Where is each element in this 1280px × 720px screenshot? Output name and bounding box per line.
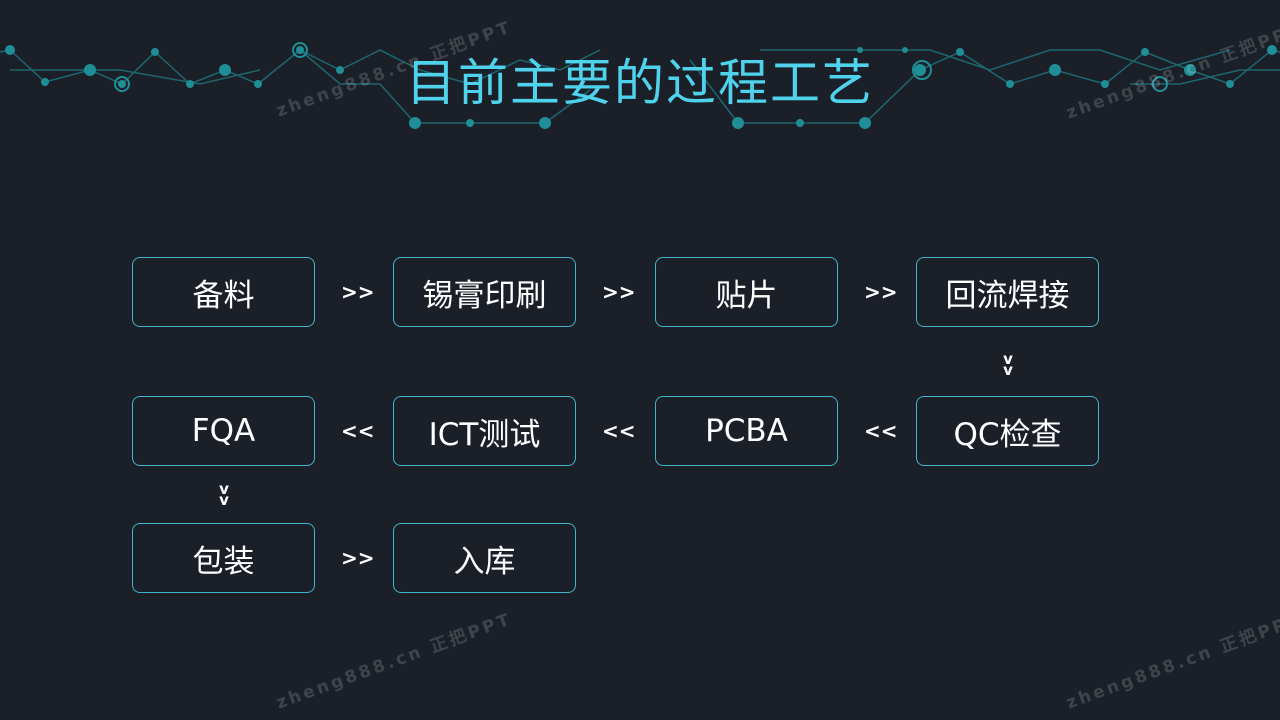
step-ict-test: ICT测试 bbox=[393, 396, 576, 466]
arrow-down-1: v v bbox=[998, 350, 1018, 379]
arrow-left-3: << bbox=[341, 419, 375, 443]
arrow-right-1: >> bbox=[341, 280, 375, 304]
page-title: 目前主要的过程工艺 bbox=[406, 54, 874, 112]
arrow-down-2-top: v bbox=[219, 480, 229, 498]
step-qc-inspection: QC检查 bbox=[916, 396, 1099, 466]
arrow-down-2-bottom: v bbox=[219, 491, 229, 509]
arrow-down-1-bottom: v bbox=[1003, 361, 1013, 379]
watermark-bottom-right: zheng888.cn 正把PPT bbox=[1063, 609, 1280, 714]
arrow-left-1: << bbox=[864, 419, 898, 443]
arrow-left-2: << bbox=[602, 419, 636, 443]
arrow-down-1-top: v bbox=[1003, 350, 1013, 368]
arrow-right-4: >> bbox=[341, 546, 375, 570]
circuit-decoration bbox=[0, 42, 1280, 129]
step-materials: 备料 bbox=[132, 257, 315, 327]
arrow-right-3: >> bbox=[864, 280, 898, 304]
watermark-bottom-left: zheng888.cn 正把PPT bbox=[273, 609, 515, 714]
arrow-right-2: >> bbox=[602, 280, 636, 304]
step-pcba: PCBA bbox=[655, 396, 838, 466]
arrow-down-2: v v bbox=[214, 480, 234, 509]
step-fqa: FQA bbox=[132, 396, 315, 466]
step-solder-paste-printing: 锡膏印刷 bbox=[393, 257, 576, 327]
step-placement: 贴片 bbox=[655, 257, 838, 327]
step-reflow-soldering: 回流焊接 bbox=[916, 257, 1099, 327]
step-warehousing: 入库 bbox=[393, 523, 576, 593]
step-packaging: 包装 bbox=[132, 523, 315, 593]
